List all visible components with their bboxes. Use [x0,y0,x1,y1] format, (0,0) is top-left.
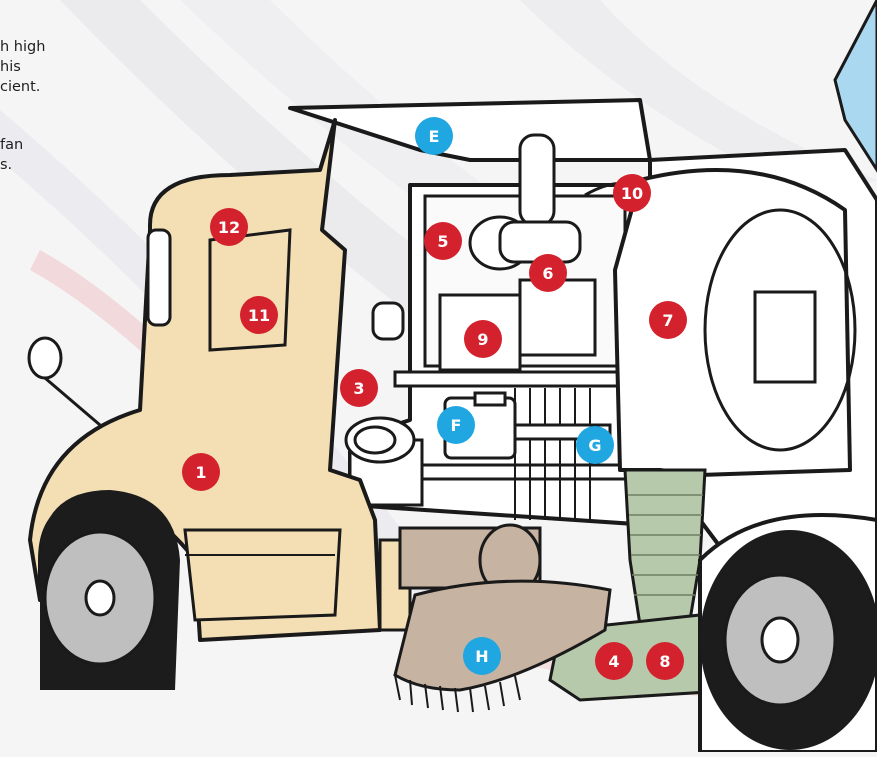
callout-F[interactable]: F [437,406,475,444]
callout-11[interactable]: 11 [240,296,278,334]
callout-10[interactable]: 10 [613,174,651,212]
callout-8[interactable]: 8 [646,642,684,680]
intro-line: cient. [0,77,72,97]
intro-line: fan [0,135,70,155]
callout-E[interactable]: E [415,117,453,155]
callout-6[interactable]: 6 [529,254,567,292]
rear-window-glass [835,0,877,170]
suction-hose [625,470,705,625]
callout-1[interactable]: 1 [182,453,220,491]
callout-4[interactable]: 4 [595,642,633,680]
intro-paragraph-2: fan s. [0,135,70,175]
callout-G[interactable]: G [576,426,614,464]
intro-line: h high [0,37,72,57]
intro-paragraph-1: h high his cient. [0,37,72,97]
callout-H[interactable]: H [463,637,501,675]
rear-wheel [700,530,877,750]
callout-3[interactable]: 3 [340,369,378,407]
intro-line: s. [0,155,70,175]
intro-line: his [0,57,72,77]
callout-7[interactable]: 7 [649,301,687,339]
front-wheel [40,490,180,690]
callout-12[interactable]: 12 [210,208,248,246]
callout-9[interactable]: 9 [464,320,502,358]
callout-5[interactable]: 5 [424,222,462,260]
